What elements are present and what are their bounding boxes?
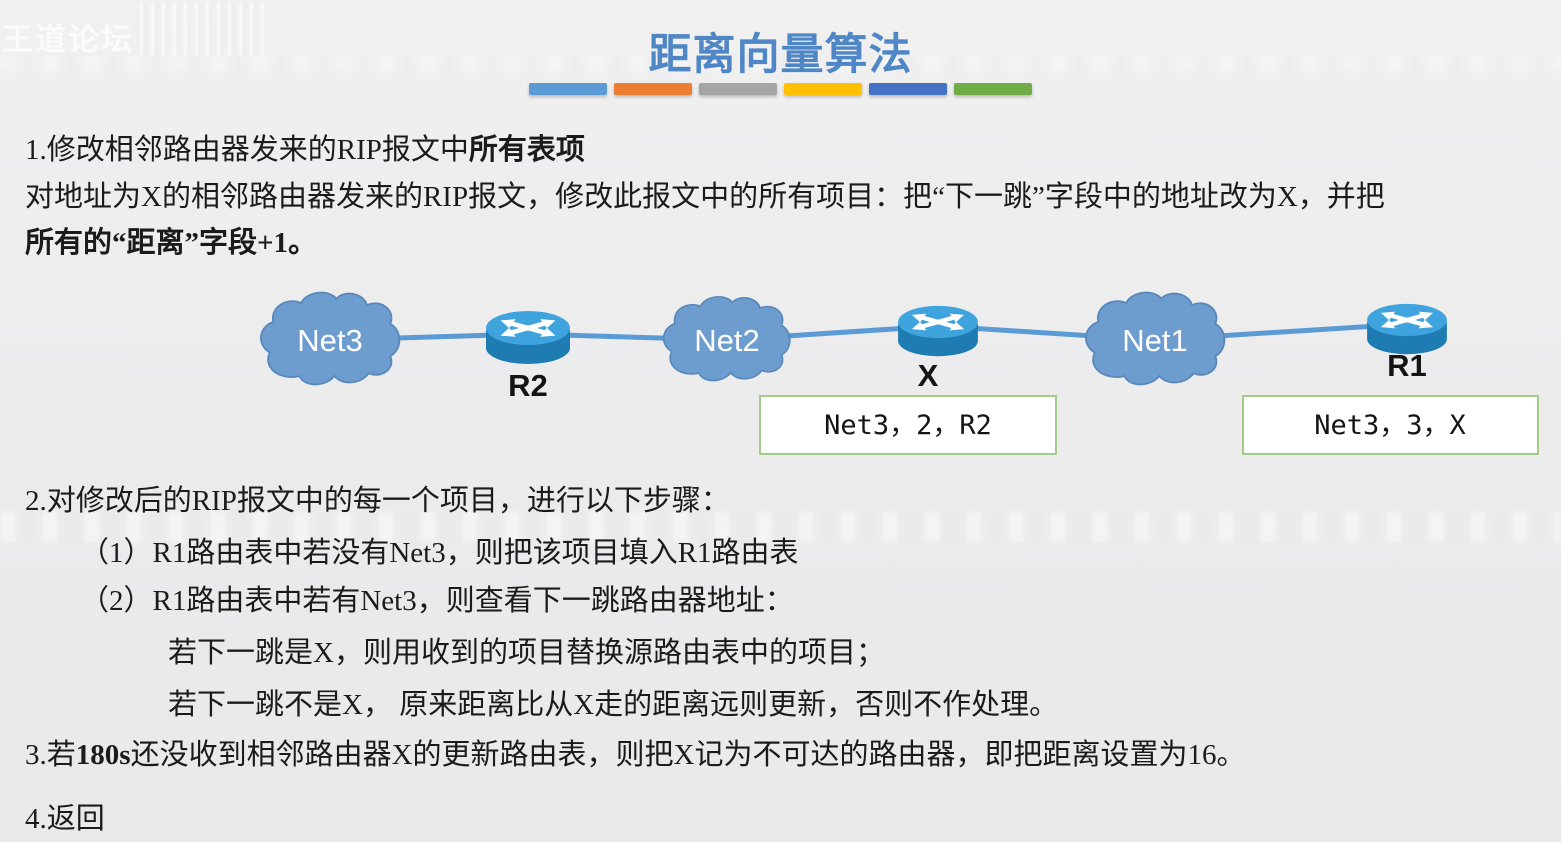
step-2-header: 2.对修改后的RIP报文中的每一个项目，进行以下步骤： — [25, 485, 730, 517]
router-r1-icon: R1 — [1367, 304, 1447, 383]
cloud-net2: Net2 — [662, 296, 791, 382]
theme-bar — [784, 83, 862, 95]
step-2-sub-2: （2）R1路由表中若有Net3，则查看下一跳路由器地址： — [80, 585, 794, 617]
theme-bar — [529, 83, 607, 95]
ghost-watermark-smudge — [140, 2, 270, 56]
theme-color-bars — [0, 83, 1561, 95]
router-x-icon: X — [898, 306, 978, 393]
intro-line-3: 所有的“距离”字段+1。 — [25, 227, 318, 259]
step-2-sub-1: （1）R1路由表中若没有Net3，则把该项目填入R1路由表 — [80, 537, 799, 569]
route-entry-box-r1: Net3，3，X — [1242, 395, 1539, 455]
theme-bar — [614, 83, 692, 95]
route-entry-box-x-text: Net3，2，R2 — [824, 410, 992, 441]
route-entry-box-r1-text: Net3，3，X — [1314, 410, 1466, 441]
cloud-net1-label: Net1 — [1122, 323, 1187, 358]
intro-line-1-text: 1.修改相邻路由器发来的RIP报文中 — [25, 134, 469, 166]
cloud-net1: Net1 — [1085, 291, 1226, 386]
step-2-sub-2-case2: 若下一跳不是X， 原来距离比从X走的距离远则更新，否则不作处理。 — [168, 689, 1059, 721]
router-r2-icon: R2 — [486, 311, 570, 403]
theme-bar — [954, 83, 1032, 95]
watermark-wangdao: 王道论坛 — [2, 22, 134, 57]
step-2-sub-2-case1: 若下一跳是X，则用收到的项目替换源路由表中的项目； — [168, 637, 885, 669]
step-3-pre: 3.若 — [25, 739, 76, 771]
step-4: 4.返回 — [25, 803, 105, 835]
step-3-post: 还没收到相邻路由器X的更新路由表，则把X记为不可达的路由器，即把距离设置为16。 — [130, 739, 1246, 771]
router-r1-label: R1 — [1387, 348, 1427, 383]
intro-line-1: 1.修改相邻路由器发来的RIP报文中所有表项 — [25, 126, 585, 168]
router-x-label: X — [918, 358, 939, 393]
cloud-net2-label: Net2 — [694, 323, 759, 358]
router-r2-label: R2 — [508, 368, 548, 403]
intro-line-2: 对地址为X的相邻路由器发来的RIP报文，修改此报文中的所有项目：把“下一跳”字段… — [25, 181, 1385, 213]
theme-bar — [699, 83, 777, 95]
step-3-bold: 180s — [75, 739, 131, 771]
route-entry-box-x: Net3，2，R2 — [759, 395, 1057, 455]
step-3: 3.若180s还没收到相邻路由器X的更新路由表，则把X记为不可达的路由器，即把距… — [25, 731, 1245, 773]
intro-line-1-bold: 所有表项 — [468, 134, 585, 166]
cloud-net3-label: Net3 — [297, 323, 362, 358]
network-diagram: Net3 Net2 Net1 R2 X R1 Net3，2，R2 Net3，3，… — [260, 291, 1539, 455]
slide-title: 距离向量算法 — [648, 32, 913, 79]
theme-bar — [869, 83, 947, 95]
cloud-net3: Net3 — [260, 291, 401, 386]
